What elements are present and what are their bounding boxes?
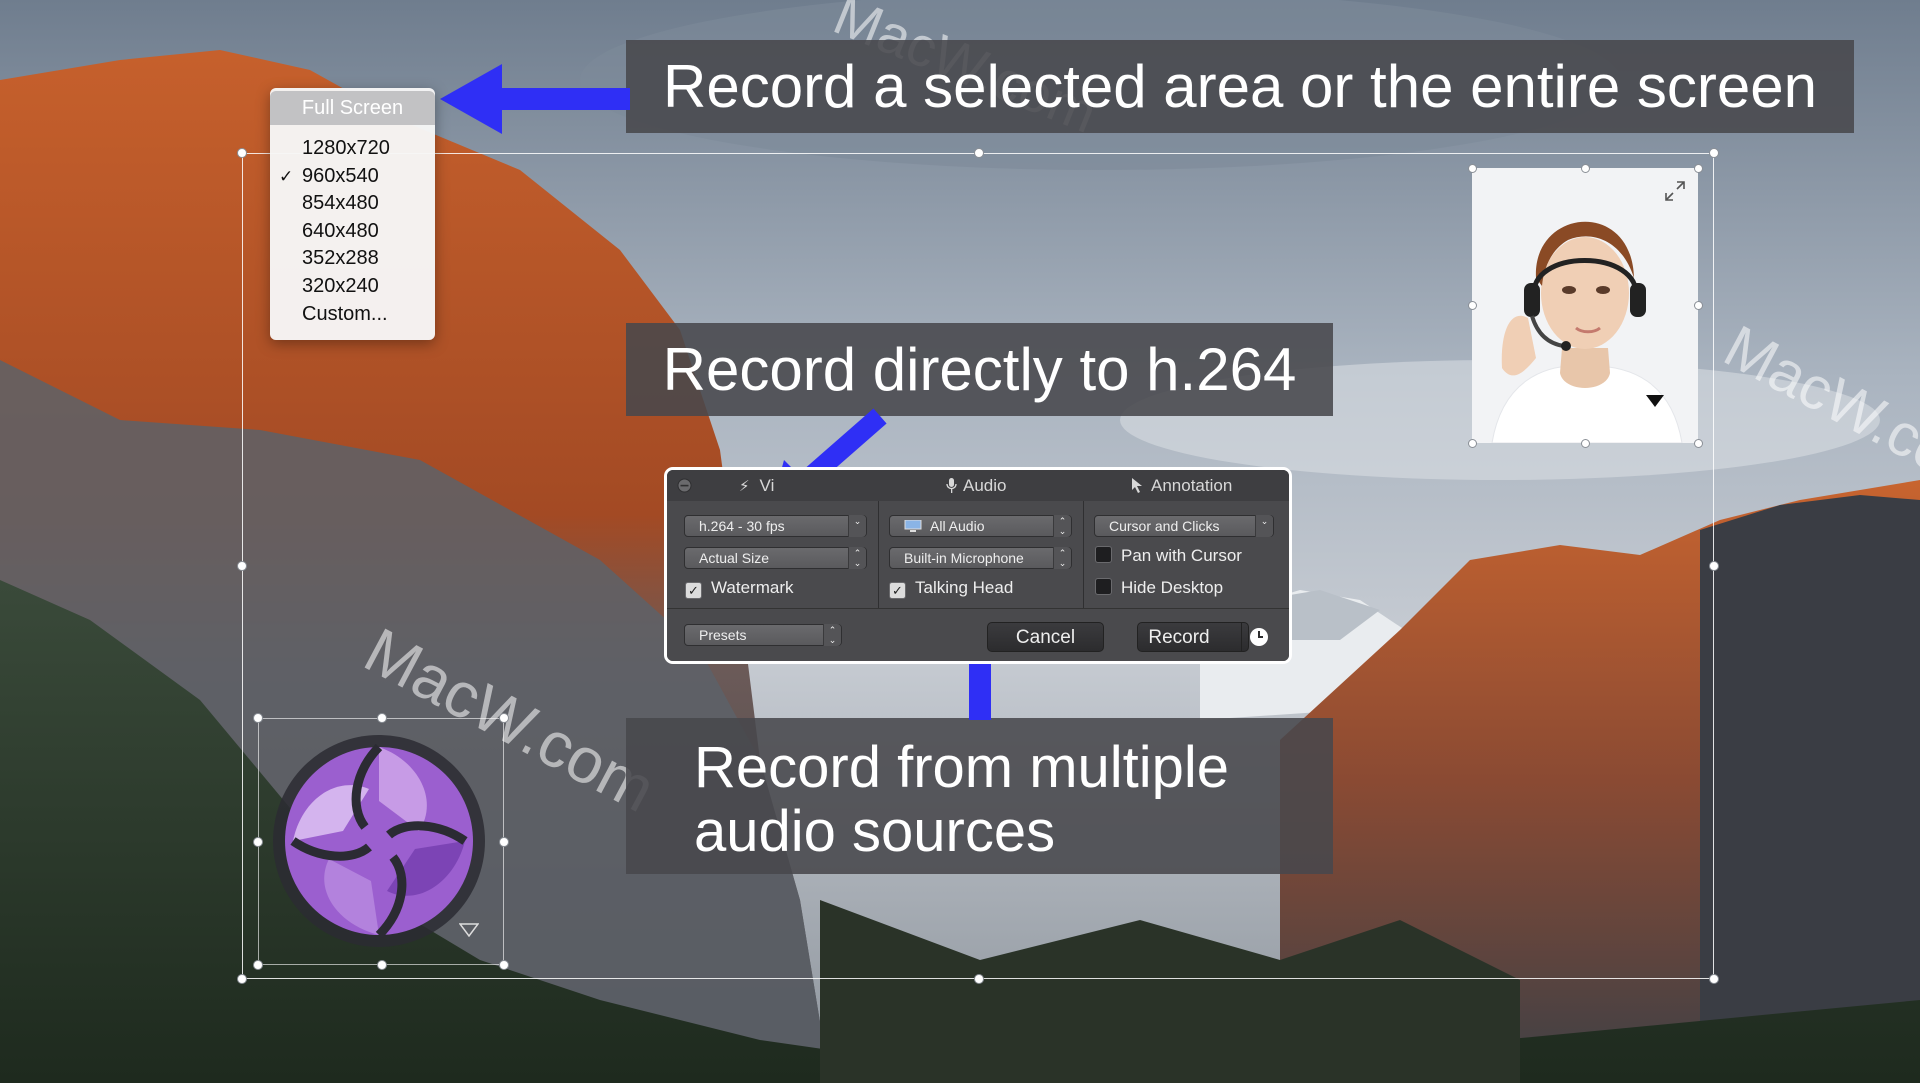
video-size-select[interactable]: Actual Size⌃⌄ [684,547,867,569]
resize-handle-bottom-right[interactable] [1709,974,1719,984]
resize-handle-top-right[interactable] [1709,148,1719,158]
webcam-handle-left[interactable] [1468,301,1477,310]
updown-icon: ⌃⌄ [848,547,866,569]
microphone-icon [946,478,957,493]
webcam-handle-top-right[interactable] [1694,164,1703,173]
callout-audio-line1: Record from multiple [694,735,1230,800]
logo-handle-bottom-left[interactable] [253,960,263,970]
callout-audio-line2: audio sources [694,799,1056,864]
resize-handle-right[interactable] [1709,561,1719,571]
checkbox-unchecked-icon [1095,546,1112,563]
logo-handle-top-right[interactable] [499,713,509,723]
checkbox-checked-icon: ✓ [889,582,906,599]
resize-handle-bottom-left[interactable] [237,974,247,984]
webcam-handle-top[interactable] [1581,164,1590,173]
resize-handle-top[interactable] [974,148,984,158]
resize-handle-left[interactable] [237,561,247,571]
menu-item-320x240[interactable]: 320x240 [302,274,379,297]
recording-settings-dialog: ⚡︎Vi Audio Annotation h.264 - 30 fps⌄ Ac… [664,467,1292,664]
dialog-tab-bar: ⚡︎Vi Audio Annotation [667,470,1289,501]
tab-annotation[interactable]: Annotation [1132,470,1232,501]
updown-icon: ⌃⌄ [823,624,841,646]
callout-h264: Record directly to h.264 [626,323,1333,416]
column-divider [1083,501,1084,608]
webcam-handle-bottom-left[interactable] [1468,439,1477,448]
resize-handle-bottom[interactable] [974,974,984,984]
triangle-down-icon[interactable] [1646,395,1664,407]
menu-item-352x288[interactable]: 352x288 [302,247,379,270]
webcam-handle-bottom-right[interactable] [1694,439,1703,448]
checkmark-icon: ✓ [279,166,294,186]
hide-desktop-checkbox[interactable]: Hide Desktop [1095,577,1223,599]
updown-icon: ⌃⌄ [1053,515,1071,537]
watermark-checkbox[interactable]: ✓Watermark [685,577,794,599]
record-button[interactable]: Record [1137,622,1249,652]
resolution-list: 1280x720 ✓960x540 854x480 640x480 352x28… [270,135,435,328]
logo-handle-top-left[interactable] [253,713,263,723]
schedule-button[interactable] [1241,622,1276,652]
menu-item-full-screen[interactable]: Full Screen [270,91,435,125]
updown-icon: ⌃⌄ [1053,547,1071,569]
presets-select[interactable]: Presets⌃⌄ [684,624,842,646]
logo-overlay-region[interactable] [253,713,509,970]
webcam-overlay[interactable] [1472,168,1698,443]
webcam-person-image [1472,168,1698,443]
menu-item-640x480[interactable]: 640x480 [302,219,379,242]
logo-handle-right[interactable] [499,837,509,847]
tab-audio[interactable]: Audio [946,470,1006,501]
logo-handle-bottom-right[interactable] [499,960,509,970]
checkbox-unchecked-icon [1095,578,1112,595]
capture-region[interactable] [237,148,1719,984]
resize-handle-top-left[interactable] [237,148,247,158]
webcam-handle-right[interactable] [1694,301,1703,310]
logo-handle-top[interactable] [377,713,387,723]
cancel-button[interactable]: Cancel [987,622,1104,652]
webcam-handle-top-left[interactable] [1468,164,1477,173]
chevron-down-icon: ⌄ [1255,515,1273,537]
chevron-down-icon: ⌄ [848,515,866,537]
callout-audio-sources: Record from multiple audio sources [626,718,1333,874]
resolution-menu[interactable]: Full Screen 1280x720 ✓960x540 854x480 64… [270,88,435,340]
expand-icon[interactable] [1664,180,1686,202]
logo-handle-bottom[interactable] [377,960,387,970]
callout-record-area: Record a selected area or the entire scr… [626,40,1854,133]
aperture-logo [273,735,485,947]
dialog-footer: Presets⌃⌄ Cancel Record [667,608,1289,661]
triangle-down-icon[interactable] [459,923,479,937]
audio-input-select[interactable]: Built-in Microphone⌃⌄ [889,547,1072,569]
menu-item-1280x720[interactable]: 1280x720 [302,137,390,159]
cursor-icon [1132,478,1142,493]
arrow-to-menu [440,64,630,134]
webcam-handle-bottom[interactable] [1581,439,1590,448]
talking-head-checkbox[interactable]: ✓Talking Head [889,577,1013,599]
minimize-icon[interactable] [677,478,692,493]
column-divider [878,501,879,608]
annotation-mode-select[interactable]: Cursor and Clicks⌄ [1094,515,1274,537]
pan-with-cursor-checkbox[interactable]: Pan with Cursor [1095,545,1242,567]
tab-video[interactable]: ⚡︎Vi [739,476,775,495]
display-icon [904,520,922,532]
audio-source-select[interactable]: All Audio⌃⌄ [889,515,1072,537]
logo-handle-left[interactable] [253,837,263,847]
checkbox-checked-icon: ✓ [685,582,702,599]
clock-icon [1250,628,1268,646]
menu-item-custom[interactable]: Custom... [302,302,388,325]
video-format-select[interactable]: h.264 - 30 fps⌄ [684,515,867,537]
menu-item-854x480[interactable]: 854x480 [302,192,379,215]
menu-item-960x540[interactable]: ✓960x540 [270,163,435,191]
lightning-icon: ⚡︎ [739,478,750,495]
